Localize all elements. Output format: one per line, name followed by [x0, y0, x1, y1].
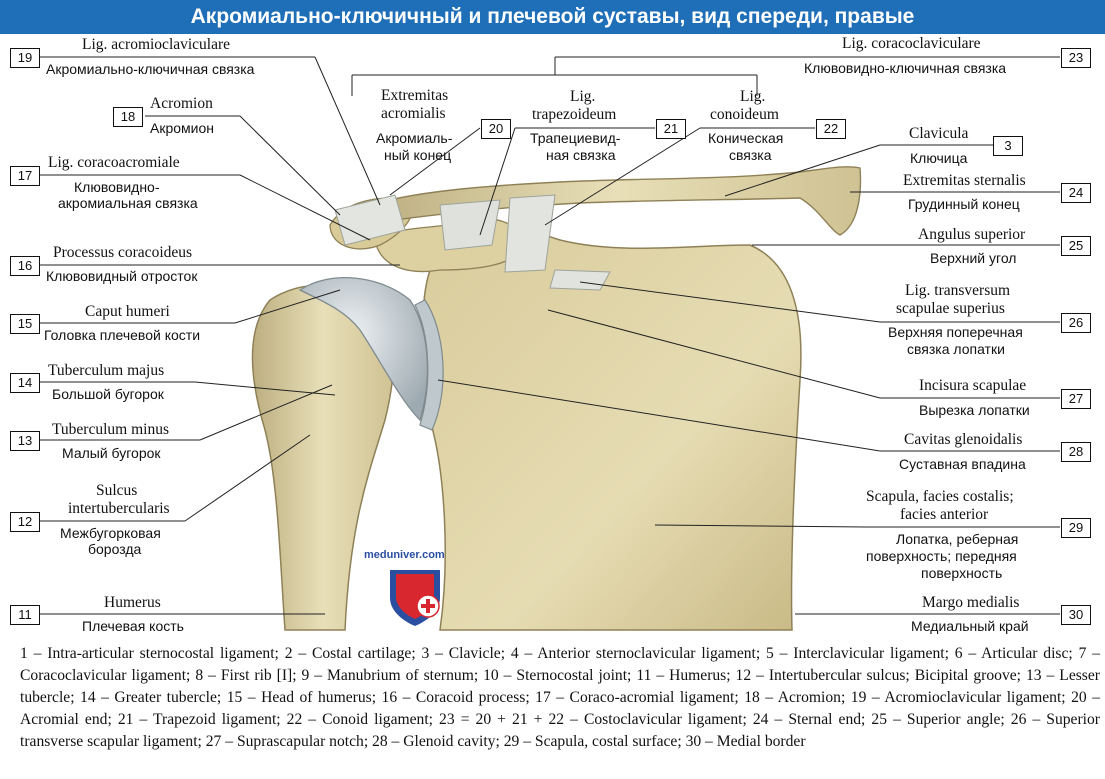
label-21-russian-1: Трапециевид- — [530, 130, 621, 146]
label-26-latin-2: scapulae superius — [896, 300, 1005, 317]
label-number-17: 17 — [10, 166, 40, 186]
label-22-latin-2: conoideum — [710, 106, 779, 123]
label-29-russian-1: Лопатка, реберная — [896, 531, 1019, 547]
legend-paragraph: 1 – Intra-articular sternocostal ligamen… — [20, 645, 1100, 750]
label-29-latin-2: facies anterior — [900, 506, 989, 523]
label-number-13: 13 — [10, 431, 40, 451]
label-21-russian-2: ная связка — [546, 147, 616, 163]
label-15-latin: Caput humeri — [85, 303, 170, 320]
label-number-15: 15 — [10, 314, 40, 334]
label-3-latin: Clavicula — [909, 125, 969, 142]
label-number-11: 11 — [10, 605, 40, 625]
label-20-latin-1: Extremitas — [381, 87, 449, 104]
label-number-23: 23 — [1061, 48, 1091, 68]
label-number-29: 29 — [1061, 518, 1091, 538]
label-29-russian-3: поверхность — [921, 565, 1003, 581]
label-24-latin: Extremitas sternalis — [903, 172, 1026, 189]
label-number-25: 25 — [1061, 236, 1091, 256]
leader-lines — [40, 56, 1060, 615]
label-21-latin-2: trapezoideum — [532, 106, 617, 123]
label-29-russian-2: поверхность; передняя — [866, 548, 1017, 564]
label-12-latin-2: intertubercularis — [68, 500, 170, 517]
label-number-12: 12 — [10, 512, 40, 532]
label-22-latin-1: Lig. — [740, 88, 766, 105]
label-18-russian: Акромион — [150, 120, 214, 136]
label-number-22: 22 — [816, 119, 846, 139]
label-12-latin-1: Sulcus — [96, 482, 138, 499]
label-11-latin: Humerus — [104, 594, 161, 611]
label-number-20: 20 — [481, 119, 511, 139]
label-17-latin: Lig. coracoacromiale — [48, 154, 180, 171]
label-23-latin: Lig. coracoclaviculare — [842, 35, 981, 52]
label-25-latin: Angulus superior — [918, 226, 1026, 243]
label-27-latin: Incisura scapulae — [919, 377, 1027, 394]
clavicle-shape — [368, 166, 862, 236]
label-number-27: 27 — [1061, 389, 1091, 409]
trapezoid-ligament-shape — [439, 199, 501, 251]
transverse-scapular-ligament-shape — [549, 269, 611, 291]
label-number-30: 30 — [1061, 605, 1091, 625]
label-28-latin: Cavitas glenoidalis — [904, 431, 1023, 448]
label-20-latin-2: acromialis — [381, 105, 446, 122]
humeral-head-shape — [298, 277, 429, 422]
label-22-russian-2: связка — [729, 147, 772, 163]
label-number-28: 28 — [1061, 442, 1091, 462]
label-20-russian-2: ный конец — [384, 147, 452, 163]
label-23-russian: Клювовидно-ключичная связка — [804, 60, 1007, 76]
label-number-18: 18 — [113, 107, 143, 127]
scapula-shape — [421, 232, 802, 631]
label-number-3: 3 — [993, 136, 1023, 156]
label-16-latin: Processus coracoideus — [53, 244, 193, 261]
label-number-16: 16 — [10, 256, 40, 276]
acromioclavicular-ligament-shape — [334, 194, 406, 246]
label-number-14: 14 — [10, 373, 40, 393]
label-11-russian: Плечевая кость — [82, 618, 184, 634]
label-20-russian-1: Акромиаль- — [376, 130, 453, 146]
label-19-latin: Lig. acromioclaviculare — [82, 36, 231, 53]
label-26-russian-1: Верхняя поперечная — [888, 324, 1023, 340]
label-14-russian: Большой бугорок — [52, 386, 164, 402]
legend-text: 1 – Intra-articular sternocostal ligamen… — [20, 643, 1100, 753]
label-12-russian-2: борозда — [88, 541, 142, 557]
label-13-russian: Малый бугорок — [62, 445, 161, 461]
label-12-russian-1: Межбугорковая — [60, 525, 161, 541]
label-14-latin: Tuberculum majus — [48, 362, 165, 379]
label-number-19: 19 — [10, 48, 40, 68]
label-28-russian: Суставная впадина — [899, 456, 1026, 472]
page-title: Акромиально-ключичный и плечевой суставы… — [0, 0, 1105, 34]
label-13-latin: Tuberculum minus — [52, 421, 169, 438]
label-15-russian: Головка плечевой кости — [44, 327, 201, 343]
glenoid-shape — [414, 299, 444, 431]
label-26-russian-2: связка лопатки — [907, 341, 1005, 357]
label-26-latin-1: Lig. transversum — [905, 282, 1011, 299]
label-17-russian-1: Клювовидно- — [74, 179, 160, 195]
label-25-russian: Верхний угол — [930, 250, 1017, 266]
label-30-russian: Медиальный край — [911, 618, 1029, 634]
label-22-russian-1: Коническая — [708, 130, 784, 146]
label-3-russian: Ключица — [910, 150, 968, 166]
label-17-russian-2: акромиальная связка — [58, 195, 198, 211]
label-27-russian: Вырезка лопатки — [919, 402, 1030, 418]
label-number-26: 26 — [1061, 313, 1091, 333]
label-19-russian: Акромиально-ключичная связка — [46, 61, 255, 77]
label-16-russian: Клювовидный отросток — [46, 268, 198, 284]
label-30-latin: Margo medialis — [922, 594, 1020, 611]
label-21-latin-1: Lig. — [570, 88, 596, 105]
label-18-latin: Acromion — [150, 95, 213, 112]
watermark-text: meduniver.com — [364, 549, 445, 561]
label-24-russian: Грудинный конец — [908, 196, 1020, 212]
label-number-24: 24 — [1061, 183, 1091, 203]
label-29-latin-1: Scapula, facies costalis; — [866, 488, 1014, 505]
conoid-ligament-shape — [504, 194, 556, 273]
label-number-21: 21 — [656, 119, 686, 139]
anatomy-illustration — [40, 56, 1060, 631]
meduniver-logo-icon — [390, 570, 440, 626]
